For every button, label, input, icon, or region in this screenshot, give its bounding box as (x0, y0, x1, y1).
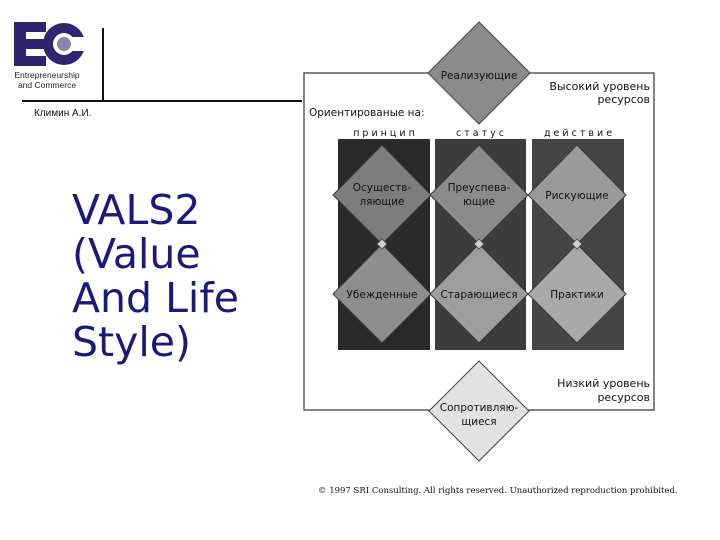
segment-makers (527, 243, 627, 344)
segment-strugglers-label-1: Сопротивляю- (440, 402, 519, 414)
author-name: Климин А.И. (34, 108, 92, 119)
slide-title-line: (Value (72, 230, 201, 278)
header-horizontal-divider (22, 100, 302, 102)
segment-actualizers (427, 21, 531, 125)
slide-title-line: And Life (72, 274, 239, 322)
connector-dot (571, 238, 583, 250)
low-resources-label-1: Низкий уровень (557, 377, 650, 390)
column-action-label: д е й с т в и е (544, 128, 612, 139)
logo-tagline-line2: and Commerce (17, 80, 77, 90)
logo-tagline-line1: Entrepreneurship (14, 70, 80, 80)
copyright-notice: © 1997 SRI Consulting. All rights reserv… (318, 486, 678, 496)
logo-e-shape (14, 22, 46, 66)
high-resources-label-2: ресурсов (597, 93, 650, 106)
slide-title: VALS2 (Value And Life Style) (72, 188, 239, 364)
segment-believers-label: Убежденные (347, 289, 418, 301)
segment-fulfilleds-label-2: ляющие (359, 196, 404, 208)
vals2-diagram: Реализующие Осуществ- ляющие Преуспева- … (303, 21, 655, 462)
header-vertical-divider (102, 28, 104, 100)
segment-makers-label: Практики (550, 289, 603, 301)
high-resources-label-1: Высокий уровень (549, 80, 650, 93)
segment-strugglers-label-2: щиеся (461, 416, 496, 428)
connector-dot (376, 238, 388, 250)
column-principle-label: п р и н ц и п (353, 128, 415, 139)
slide-title-line: VALS2 (72, 186, 201, 234)
oriented-on-label: Ориентированые на: (309, 107, 425, 119)
ec-logo (14, 22, 88, 66)
segment-fulfilleds-label-1: Осуществ- (353, 182, 412, 194)
column-status-label: с т а т у с (456, 128, 504, 139)
segment-achievers-label-2: ющие (463, 196, 495, 208)
low-resources-label-2: ресурсов (597, 391, 650, 404)
segment-strivers-label: Старающиеся (440, 289, 517, 301)
segment-actualizers-label: Реализующие (441, 70, 518, 82)
segment-achievers-label-1: Преуспева- (448, 182, 511, 194)
segment-strivers (429, 243, 529, 344)
logo-tagline: Entrepreneurship and Commerce (6, 70, 88, 90)
segment-strugglers (428, 360, 530, 462)
connector-dot (473, 238, 485, 250)
slide-title-line: Style) (72, 318, 191, 366)
segment-believers (332, 243, 432, 344)
segment-experiencers-label: Рискующие (545, 190, 609, 202)
